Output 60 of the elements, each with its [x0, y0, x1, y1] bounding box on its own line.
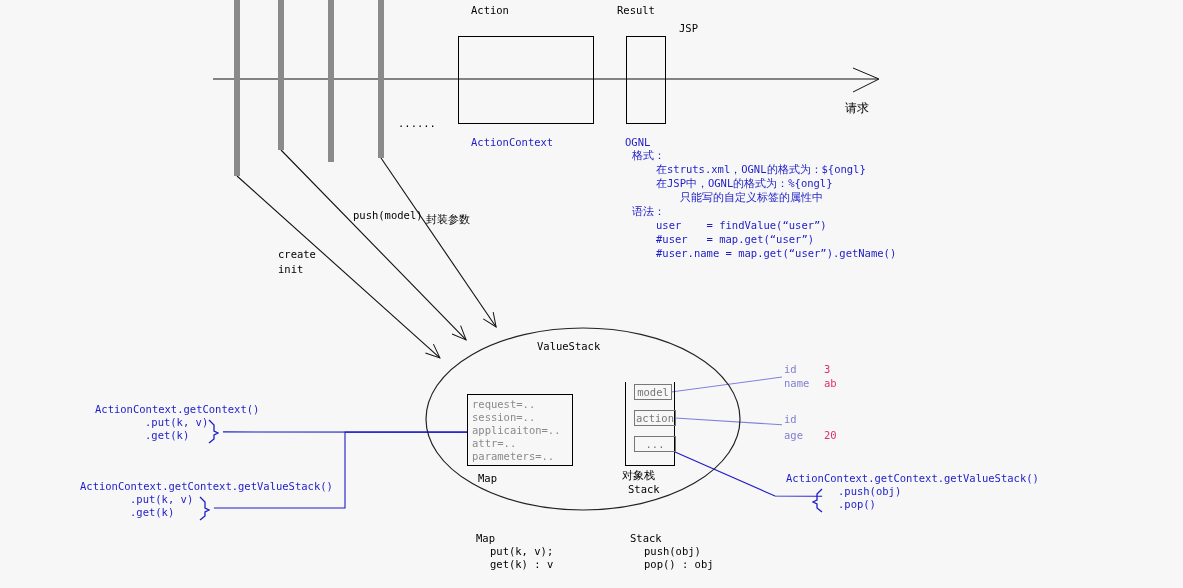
vertical-bar	[378, 0, 384, 158]
label: get(k) : v	[490, 559, 554, 570]
edge-label: 封装参数	[426, 212, 471, 227]
note-text: 语法：	[632, 206, 665, 217]
method-name: .pop()	[838, 499, 876, 510]
arrow	[236, 175, 441, 359]
connector-line	[674, 417, 783, 426]
arrow	[380, 157, 497, 328]
property-name: id	[784, 414, 797, 425]
stack-caption: 对象栈	[622, 470, 655, 481]
method-call: ActionContext.getContext.getValueStack()	[80, 481, 333, 492]
label: Map	[476, 533, 495, 544]
method-name: .get(k)	[130, 507, 175, 518]
connector-line	[670, 376, 783, 393]
ellipse-title: ValueStack	[537, 341, 601, 352]
label: Stack	[630, 533, 662, 544]
vertical-bar	[278, 0, 284, 150]
method-call: ActionContext.getContext.getValueStack()	[786, 473, 1039, 484]
slot-label: action	[636, 412, 674, 424]
label: ......	[398, 118, 436, 129]
note-text: 只能写的自定义标签的属性中	[680, 192, 823, 203]
map-entries: request=.. session=.. applicaiton=.. attr=.. parameters=..	[472, 398, 562, 463]
connector-line	[674, 451, 823, 497]
property-value: 3	[824, 364, 831, 375]
property-name: name	[784, 378, 810, 389]
box-heading: Result	[617, 5, 655, 16]
vertical-bar	[234, 0, 240, 176]
method-name: .push(obj)	[838, 486, 902, 497]
vertical-bar	[328, 0, 334, 162]
method-name: .get(k)	[145, 430, 190, 441]
box-heading: Action	[471, 5, 509, 16]
slot-label: ...	[645, 438, 665, 450]
stack-caption: Stack	[628, 484, 660, 495]
method-name: .put(k, v)	[130, 494, 194, 505]
label: put(k, v);	[490, 546, 554, 557]
value-stack-ellipse	[425, 327, 741, 511]
note-text: 在JSP中，OGNL的格式为：%{ongl}	[656, 178, 833, 189]
slot-label: model	[637, 386, 669, 398]
edge-label: create init	[278, 247, 317, 277]
box-caption: Map	[478, 473, 497, 484]
label: pop() : obj	[644, 559, 714, 570]
property-value: 20	[824, 430, 837, 441]
note-text: user = findValue(“user”)	[656, 220, 827, 231]
arrow	[280, 149, 467, 341]
property-name: age	[784, 430, 803, 441]
property-value: ab	[824, 378, 837, 389]
note-text: #user.name = map.get(“user”).getName()	[656, 248, 897, 259]
note-text: 格式：	[632, 150, 665, 161]
stack-slot	[634, 436, 676, 452]
method-name: .put(k, v)	[145, 417, 209, 428]
note-text: 在struts.xml，OGNL的格式为：${ongl}	[656, 164, 866, 175]
side-label: JSP	[679, 23, 698, 34]
method-call: ActionContext.getContext()	[95, 404, 260, 415]
label: push(obj)	[644, 546, 701, 557]
box-caption: ActionContext	[471, 137, 554, 148]
edge-label: push(model)	[353, 208, 424, 223]
label: 请求	[845, 102, 869, 114]
property-name: id	[784, 364, 797, 375]
note-text: #user = map.get(“user”)	[656, 234, 815, 245]
box-caption: OGNL	[625, 137, 651, 148]
